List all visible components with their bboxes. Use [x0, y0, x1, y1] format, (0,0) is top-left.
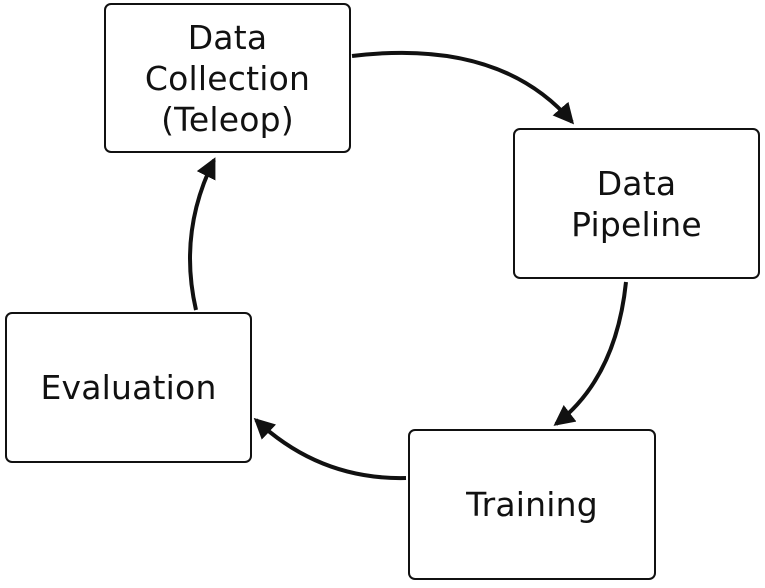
edge-data-collection-to-data-pipeline [351, 50, 575, 125]
edge-evaluation-to-data-collection [188, 157, 216, 311]
node-training: Training [408, 429, 656, 580]
edge-training-to-evaluation [253, 417, 407, 481]
node-label-evaluation: Evaluation [40, 368, 217, 407]
node-data-pipeline: Data Pipeline [513, 128, 760, 279]
node-data-collection: Data Collection (Teleop) [104, 3, 351, 153]
node-label-data-collection: Data Collection (Teleop) [144, 17, 311, 139]
edge-data-pipeline-to-training [553, 281, 628, 426]
node-evaluation: Evaluation [5, 312, 252, 463]
node-label-training: Training [466, 485, 598, 524]
node-label-data-pipeline: Data Pipeline [571, 163, 702, 244]
